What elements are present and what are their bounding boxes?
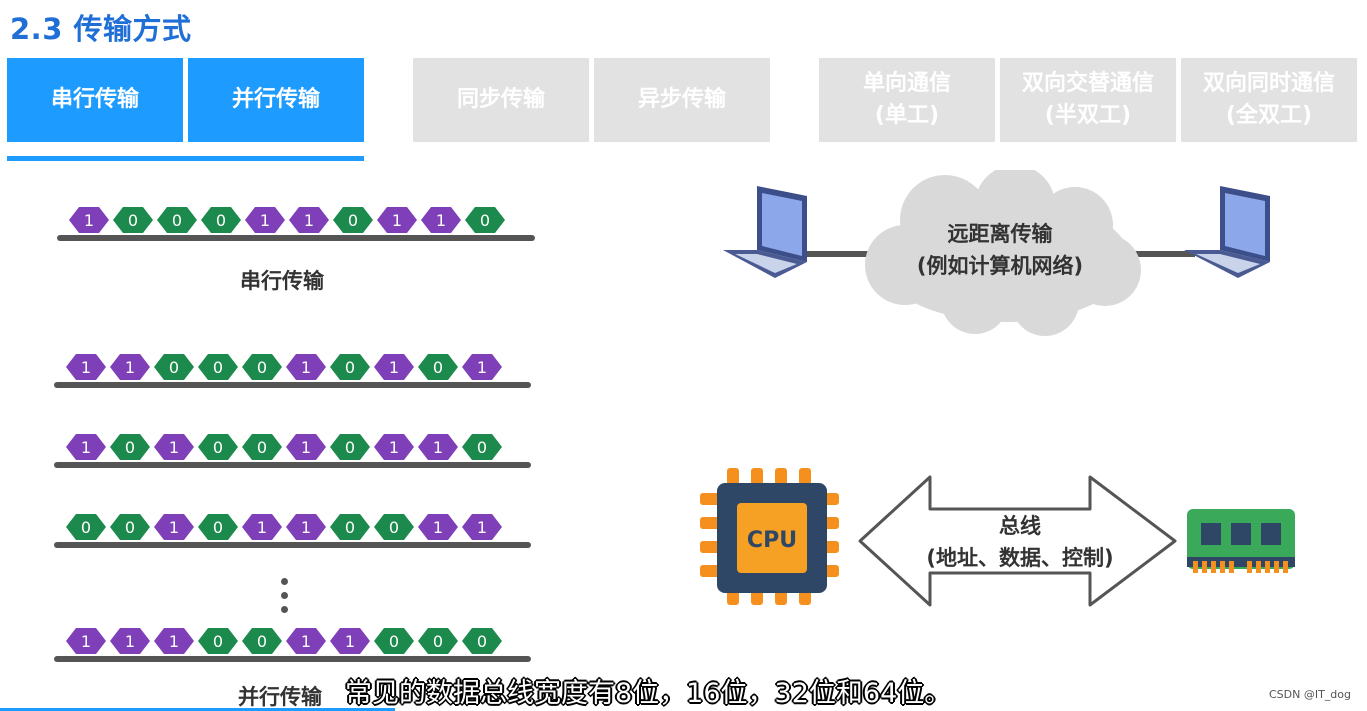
bit-cell: 1 xyxy=(286,628,326,654)
bit-cell: 0 xyxy=(462,628,502,654)
bus-label: 总线 (地址、数据、控制) xyxy=(926,514,1114,570)
bit-cell: 1 xyxy=(242,514,282,540)
bit-cell: 1 xyxy=(66,434,106,460)
parallel-line xyxy=(54,382,531,388)
parallel-caption: 并行传输 xyxy=(238,685,322,709)
bit-cell: 0 xyxy=(198,628,238,654)
bit-cell: 0 xyxy=(374,628,414,654)
bit-cell: 1 xyxy=(374,354,414,380)
tab-full-duplex[interactable]: 双向同时通信 (全双工) xyxy=(1181,58,1357,142)
bit-cell: 1 xyxy=(286,354,326,380)
bit-cell: 1 xyxy=(462,354,502,380)
bit-cell: 1 xyxy=(154,434,194,460)
bit-cell: 0 xyxy=(157,207,197,233)
tab-async[interactable]: 异步传输 xyxy=(594,58,770,142)
bit-cell: 1 xyxy=(110,628,150,654)
ellipsis-dot xyxy=(281,606,288,613)
network-diagram xyxy=(723,170,1270,336)
tab-sync[interactable]: 同步传输 xyxy=(413,58,589,142)
bit-cell: 0 xyxy=(330,434,370,460)
bit-cell: 1 xyxy=(286,434,326,460)
parallel-line xyxy=(54,656,531,662)
laptop-icon xyxy=(723,186,807,278)
bit-cell: 1 xyxy=(462,514,502,540)
bit-cell: 1 xyxy=(418,514,458,540)
serial-caption: 串行传输 xyxy=(240,269,324,293)
tab-half-duplex[interactable]: 双向交替通信 (半双工) xyxy=(1000,58,1176,142)
bit-cell: 0 xyxy=(374,514,414,540)
video-subtitle: 常见的数据总线宽度有8位，16位，32位和64位。 xyxy=(345,678,952,709)
page-title: 2.3 传输方式 xyxy=(10,12,192,46)
bit-cell: 0 xyxy=(330,514,370,540)
bit-cell: 1 xyxy=(110,354,150,380)
memory-module-icon xyxy=(1187,509,1295,573)
cloud-label: 远距离传输 (例如计算机网络) xyxy=(916,222,1084,278)
bit-cell: 0 xyxy=(198,434,238,460)
bit-cell: 0 xyxy=(110,434,150,460)
bit-cell: 0 xyxy=(110,514,150,540)
bit-cell: 1 xyxy=(418,434,458,460)
bit-cell: 0 xyxy=(242,354,282,380)
bit-cell: 0 xyxy=(198,354,238,380)
ellipsis-dot xyxy=(281,578,288,585)
bus-diagram: CPU xyxy=(700,468,1295,607)
laptop-icon xyxy=(1184,186,1270,278)
bit-cell: 0 xyxy=(113,207,153,233)
serial-line xyxy=(57,235,535,241)
parallel-line xyxy=(54,542,531,548)
bit-cell: 0 xyxy=(465,207,505,233)
bit-cell: 0 xyxy=(418,628,458,654)
bit-cell: 0 xyxy=(198,514,238,540)
bit-cell: 0 xyxy=(201,207,241,233)
bit-cell: 1 xyxy=(330,628,370,654)
bit-cell: 1 xyxy=(245,207,285,233)
bit-cell: 1 xyxy=(421,207,461,233)
bit-cell: 1 xyxy=(154,628,194,654)
bit-cell: 1 xyxy=(374,434,414,460)
bit-cell: 1 xyxy=(289,207,329,233)
bit-cell: 0 xyxy=(66,514,106,540)
active-tab-indicator xyxy=(7,156,364,161)
bit-cell: 1 xyxy=(66,354,106,380)
bit-cell: 1 xyxy=(286,514,326,540)
ellipsis-dot xyxy=(281,592,288,599)
bit-cell: 1 xyxy=(66,628,106,654)
tab-parallel[interactable]: 并行传输 xyxy=(188,58,364,142)
bit-cell: 1 xyxy=(154,514,194,540)
bit-cell: 1 xyxy=(377,207,417,233)
watermark: CSDN @IT_dog xyxy=(1268,688,1351,701)
cpu-chip-icon: CPU xyxy=(700,468,839,605)
progress-line xyxy=(0,708,395,711)
tab-serial[interactable]: 串行传输 xyxy=(7,58,183,142)
parallel-line xyxy=(54,462,531,468)
bit-cell: 0 xyxy=(242,434,282,460)
cloud-icon xyxy=(865,170,1141,336)
cpu-label: CPU xyxy=(747,528,797,553)
bit-cell: 0 xyxy=(333,207,373,233)
bit-cell: 0 xyxy=(330,354,370,380)
bit-cell: 0 xyxy=(462,434,502,460)
bit-cell: 0 xyxy=(154,354,194,380)
double-arrow-icon xyxy=(858,475,1177,607)
bit-cell: 0 xyxy=(418,354,458,380)
bit-cell: 0 xyxy=(242,628,282,654)
tab-simplex[interactable]: 单向通信 (单工) xyxy=(819,58,995,142)
bit-cell: 1 xyxy=(69,207,109,233)
